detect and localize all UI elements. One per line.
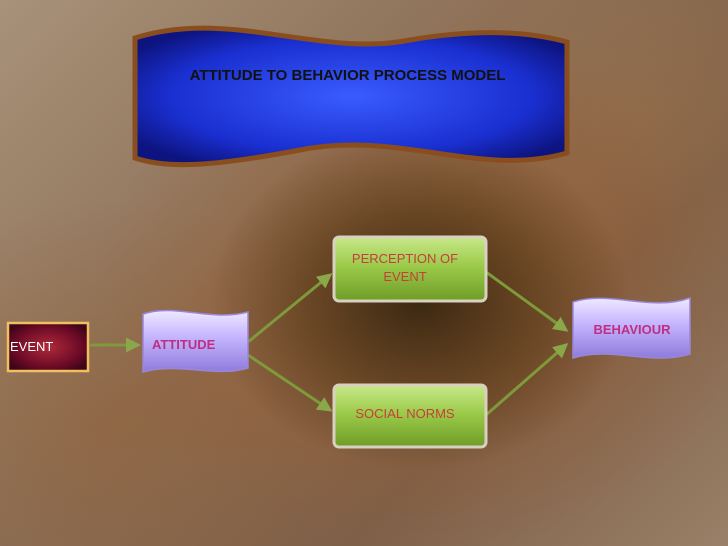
attitude-banner <box>142 309 249 373</box>
perception-label: PERCEPTION OF EVENT <box>351 251 459 284</box>
perception-box <box>332 235 488 303</box>
arrow-attitude-to-norms <box>247 353 333 412</box>
social-norms-label: SOCIAL NORMS <box>355 406 455 421</box>
event-box <box>6 321 90 373</box>
diagram-title: ATTITUDE TO BEHAVIOR PROCESS MODEL <box>189 67 506 84</box>
attitude-label: ATTITUDE <box>152 337 216 352</box>
arrow-perception-to-behaviour <box>485 270 569 332</box>
event-label: EVENT <box>10 339 54 354</box>
title-banner <box>132 25 570 168</box>
social-norms-box <box>332 383 488 449</box>
arrow-norms-to-behaviour <box>485 343 569 417</box>
behaviour-banner <box>572 296 691 360</box>
arrow-attitude-to-perception <box>247 273 333 344</box>
behaviour-label: BEHAVIOUR <box>593 322 671 337</box>
